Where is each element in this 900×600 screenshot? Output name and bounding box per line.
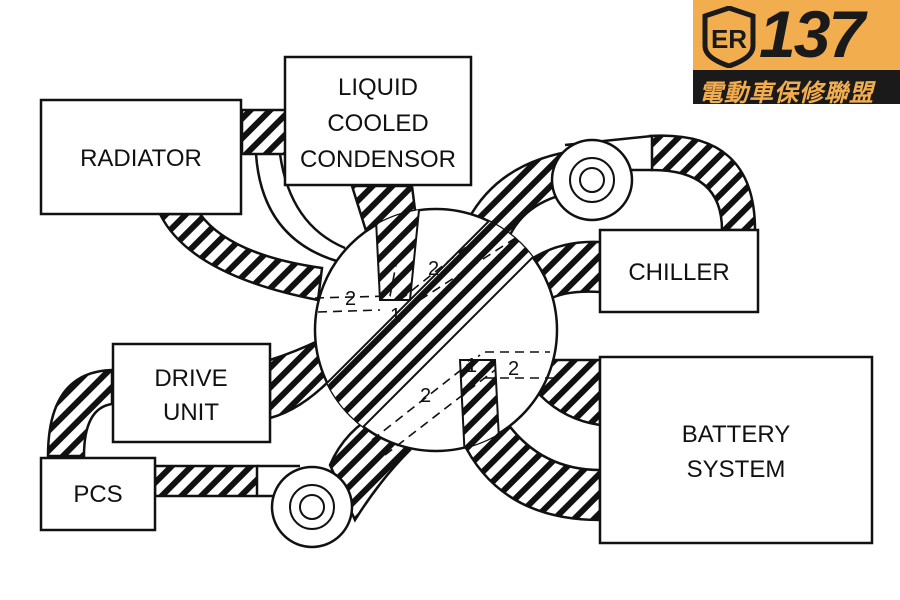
pcs-label: PCS — [73, 481, 122, 508]
condensor-label-2: COOLED — [327, 110, 428, 137]
pipe-drive-pcs — [46, 368, 114, 458]
pump-top — [550, 134, 654, 222]
battery-box — [598, 355, 874, 545]
drive-unit-label-2: UNIT — [163, 399, 219, 426]
logo-subtitle: 電動車保修聯盟 — [699, 79, 874, 107]
pump-bottom — [270, 465, 354, 549]
battery-label-2: SYSTEM — [687, 456, 786, 483]
logo-number: 137 — [759, 0, 865, 71]
chiller-label: CHILLER — [628, 259, 729, 286]
brand-logo: ER 137 電動車保修聯盟 — [693, 0, 900, 107]
pipe-radiator-condensor — [240, 108, 288, 156]
pipe-bypass-inner — [278, 153, 346, 250]
radiator-label: RADIATOR — [80, 145, 202, 172]
chiller-box — [598, 228, 760, 314]
pipe-bypass-outer — [254, 153, 341, 264]
logo-band: 電動車保修聯盟 — [693, 70, 900, 107]
multi-port-valve: 2 1 2 2 1 2 — [313, 207, 559, 456]
shield-badge-icon: ER — [702, 6, 756, 68]
valve-port-label: 2 — [508, 358, 519, 380]
pipe-pcs-pump — [153, 464, 259, 498]
valve-port-label: 1 — [390, 305, 401, 327]
valve-port-label: 2 — [420, 385, 431, 407]
pipe-radiator-valve — [157, 212, 324, 302]
pipe-pump-chiller — [648, 134, 757, 232]
valve-port-label: 1 — [466, 355, 477, 377]
valve-channel-lower — [458, 359, 502, 451]
radiator-box — [39, 98, 243, 216]
badge-letters: ER — [711, 24, 747, 54]
pcs-box — [39, 456, 157, 532]
condensor-box — [283, 55, 473, 187]
condensor-label-1: LIQUID — [338, 74, 418, 101]
pipe-pcs-pump-outline — [257, 464, 300, 498]
valve-channel-upper — [373, 209, 422, 301]
battery-label-1: BATTERY — [682, 421, 790, 448]
drive-unit-box — [111, 342, 272, 444]
drive-unit-label-1: DRIVE — [154, 365, 227, 392]
condensor-label-3: CONDENSOR — [300, 146, 456, 173]
valve-port-label: 2 — [345, 288, 356, 310]
valve-port-label: 2 — [428, 258, 439, 280]
